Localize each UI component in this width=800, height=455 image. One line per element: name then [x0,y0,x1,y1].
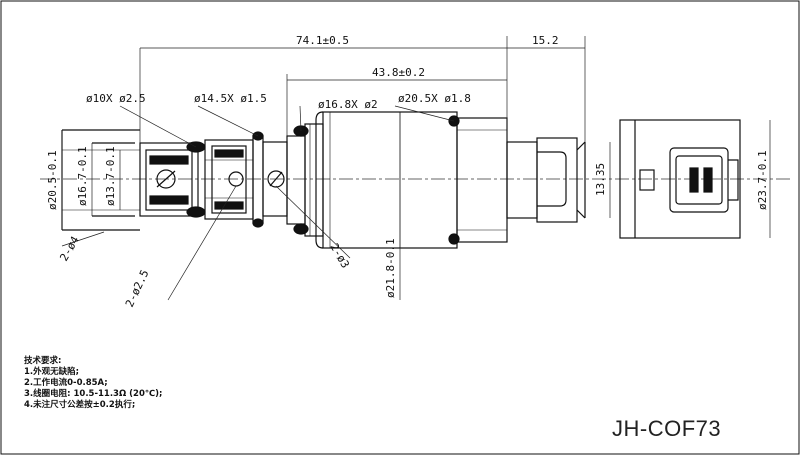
dim-dia-20-5: ø20.5-0.1 [46,150,59,210]
dim-dia-23-7: ø23.7-0.1 [756,150,769,210]
notes-title: 技术要求: [24,356,62,366]
part-number: JH-COF73 [612,416,722,441]
dim-connector-length: 15.2 [532,34,559,47]
note-item: 3.线圈电阻: 10.5-11.3Ω (20℃); [24,389,163,399]
dim-holes-4: 2-ø4 [57,234,82,264]
note-item: 2.工作电流0-0.85A; [24,378,108,388]
dim-overall-length: 74.1±0.5 [296,34,349,47]
valve-nose [61,123,324,237]
dim-body-length: 43.8±0.2 [372,66,425,79]
dim-oring-body: ø20.5X ø1.8 [398,92,471,105]
dim-dia-16-7: ø16.7-0.1 [76,146,89,206]
connector-side [506,137,586,223]
dimension-lines [61,36,771,301]
dim-connector-height: 13.35 [594,163,607,196]
note-item: 1.外观无缺陷; [24,367,80,377]
dim-oring-large: ø16.8X ø2 [318,98,378,111]
dim-holes-3: 2-ø3 [327,241,352,270]
technical-requirements: 技术要求: 1.外观无缺陷; 2.工作电流0-0.85A; 3.线圈电阻: 10… [24,356,162,411]
connector-end-view [619,119,741,239]
note-item: 4.未注尺寸公差按±0.2执行; [24,400,136,410]
dim-dia-13-7: ø13.7-0.1 [104,146,117,206]
valve-body [315,111,508,249]
dim-oring-mid: ø14.5X ø1.5 [194,92,267,105]
dim-oring-small: ø10X ø2.5 [86,92,146,105]
dim-dia-21-8: ø21.8-0.1 [384,238,397,298]
dim-holes-2-5: 2-ø2.5 [123,268,152,310]
